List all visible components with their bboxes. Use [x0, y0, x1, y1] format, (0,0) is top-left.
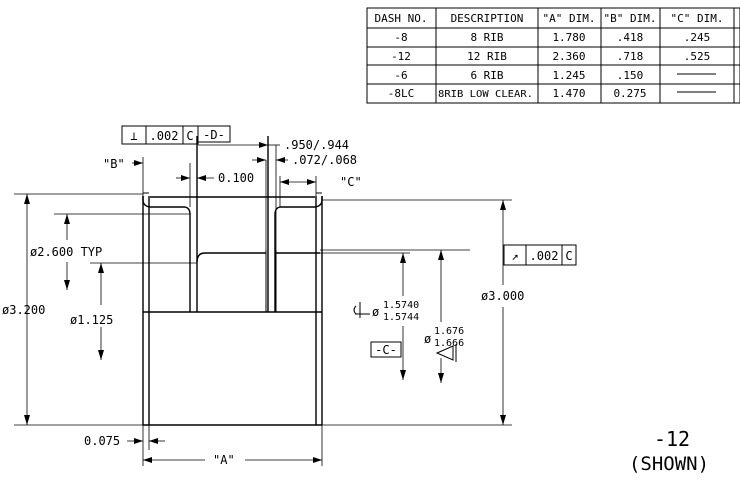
table-cell: -12 [391, 50, 411, 63]
datum-feature-d: -D- [203, 128, 225, 142]
dia-1125-label: ø1.125 [70, 313, 113, 327]
runout-icon: ↗ [511, 249, 518, 263]
fcf-runout: ↗ .002 C [503, 244, 577, 266]
hub-lower-label: 1.666 [434, 338, 464, 349]
dia-3200-label: ø3.200 [2, 303, 45, 317]
table-cell: 2.360 [552, 50, 585, 63]
bore-lower-label: 1.5744 [383, 312, 419, 323]
dimension-lines [14, 142, 512, 466]
dia-2600-label: ø2.600 TYP [30, 245, 102, 259]
b-dim-label: "B" [103, 157, 125, 171]
slot-top-label: .950/.944 [284, 138, 349, 152]
hub-upper-label: 1.676 [434, 326, 464, 337]
view-shown-label: (SHOWN) [629, 453, 709, 475]
datum-c-label: -C- [375, 343, 397, 357]
table-cell: .418 [617, 31, 644, 44]
flange-thk-label: 0.075 [84, 434, 120, 448]
hub-prefix: ø [424, 332, 431, 346]
table-cell: .525 [684, 50, 711, 63]
dia-3000-label: ø3.000 [481, 289, 524, 303]
bore-prefix: ø [372, 305, 379, 319]
part-outline [142, 136, 323, 426]
dimension-labels: "B" 0.100 .950/.944 .072/.068 "C" ø2.600… [2, 138, 524, 467]
table-cell: -8 [394, 31, 407, 44]
datum-target-triangle-icon [435, 344, 457, 362]
table-header-c-dim: "C" DIM. [671, 12, 724, 25]
table-cell: 8RIB LOW CLEAR. [438, 89, 533, 100]
table-cell: 6 RIB [470, 69, 503, 82]
bore-upper-label: 1.5740 [383, 300, 419, 311]
table-header-dash: DASH NO. [375, 12, 428, 25]
table-cell: -8LC [388, 87, 415, 100]
table-header-b-dim: "B" DIM. [604, 12, 657, 25]
centerline-icon [353, 302, 370, 318]
table-cell: 12 RIB [467, 50, 507, 63]
fcf-top-datum: C [186, 129, 193, 143]
dash-table: DASH NO. DESCRIPTION "A" DIM. "B" DIM. "… [366, 7, 740, 104]
a-dim-label: "A" [213, 453, 235, 467]
table-cell: 0.275 [613, 87, 646, 100]
table-cell: 1.470 [552, 87, 585, 100]
slot-bottom-label: .072/.068 [292, 153, 357, 167]
table-cell: .245 [684, 31, 711, 44]
table-cell: .150 [617, 69, 644, 82]
table-cell: .718 [617, 50, 644, 63]
table-header-description: DESCRIPTION [451, 12, 524, 25]
fcf-right-tolerance: .002 [530, 249, 559, 263]
table-cell: 8 RIB [470, 31, 503, 44]
table-cell: 1.780 [552, 31, 585, 44]
fcf-right-datum: C [565, 249, 572, 263]
fcf-top-tolerance: .002 [150, 129, 179, 143]
perpendicular-icon: ⊥ [130, 129, 137, 143]
table-cell: -6 [394, 69, 407, 82]
fcf-perpendicularity: ⊥ .002 C -D- [121, 125, 231, 145]
table-header-a-dim: "A" DIM. [543, 12, 596, 25]
table-cell: 1.245 [552, 69, 585, 82]
rib-width-label: 0.100 [218, 171, 254, 185]
view-note: -12 (SHOWN) [629, 427, 709, 475]
c-dim-label: "C" [340, 175, 362, 189]
view-dash-label: -12 [654, 427, 690, 451]
